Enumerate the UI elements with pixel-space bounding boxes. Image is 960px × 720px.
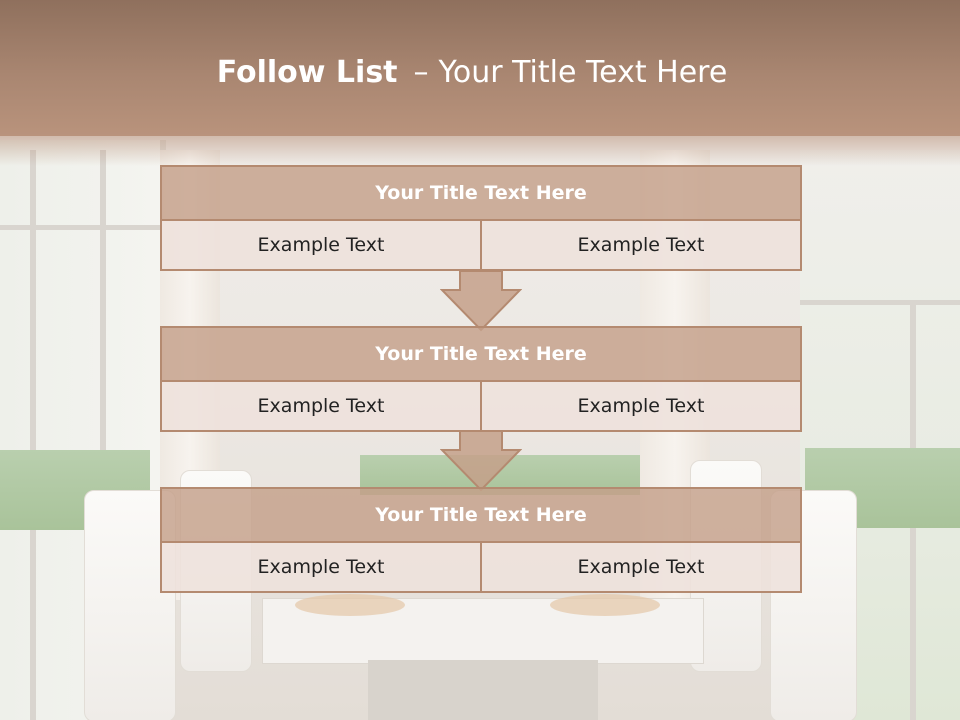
step-cell-right: Example Text: [482, 221, 802, 271]
step-box-3: Your Title Text Here Example Text Exampl…: [160, 487, 802, 593]
down-arrow-icon: [440, 270, 522, 332]
step-cell-left: Example Text: [160, 543, 482, 593]
step-row: Example Text Example Text: [160, 221, 802, 271]
window-frame: [800, 300, 960, 305]
title-dash: –: [413, 55, 429, 90]
table-base: [368, 660, 598, 720]
title-band: [0, 0, 960, 136]
step-title: Your Title Text Here: [160, 487, 802, 543]
step-box-1: Your Title Text Here Example Text Exampl…: [160, 165, 802, 271]
place-setting: [550, 594, 660, 616]
step-row: Example Text Example Text: [160, 382, 802, 432]
window-frame: [0, 225, 160, 230]
step-title: Your Title Text Here: [160, 165, 802, 221]
step-cell-left: Example Text: [160, 221, 482, 271]
step-cell-left: Example Text: [160, 382, 482, 432]
window-frame: [100, 150, 106, 720]
window-frame: [30, 150, 36, 720]
step-box-2: Your Title Text Here Example Text Exampl…: [160, 326, 802, 432]
title-text: Your Title Text Here: [438, 55, 728, 90]
step-row: Example Text Example Text: [160, 543, 802, 593]
title-bold: Follow List: [216, 55, 398, 90]
down-arrow-icon: [440, 430, 522, 492]
place-setting: [295, 594, 405, 616]
title-band-fade: [0, 136, 960, 166]
step-cell-right: Example Text: [482, 543, 802, 593]
step-cell-right: Example Text: [482, 382, 802, 432]
step-title: Your Title Text Here: [160, 326, 802, 382]
slide-title: Follow List–Your Title Text Here: [0, 55, 944, 90]
